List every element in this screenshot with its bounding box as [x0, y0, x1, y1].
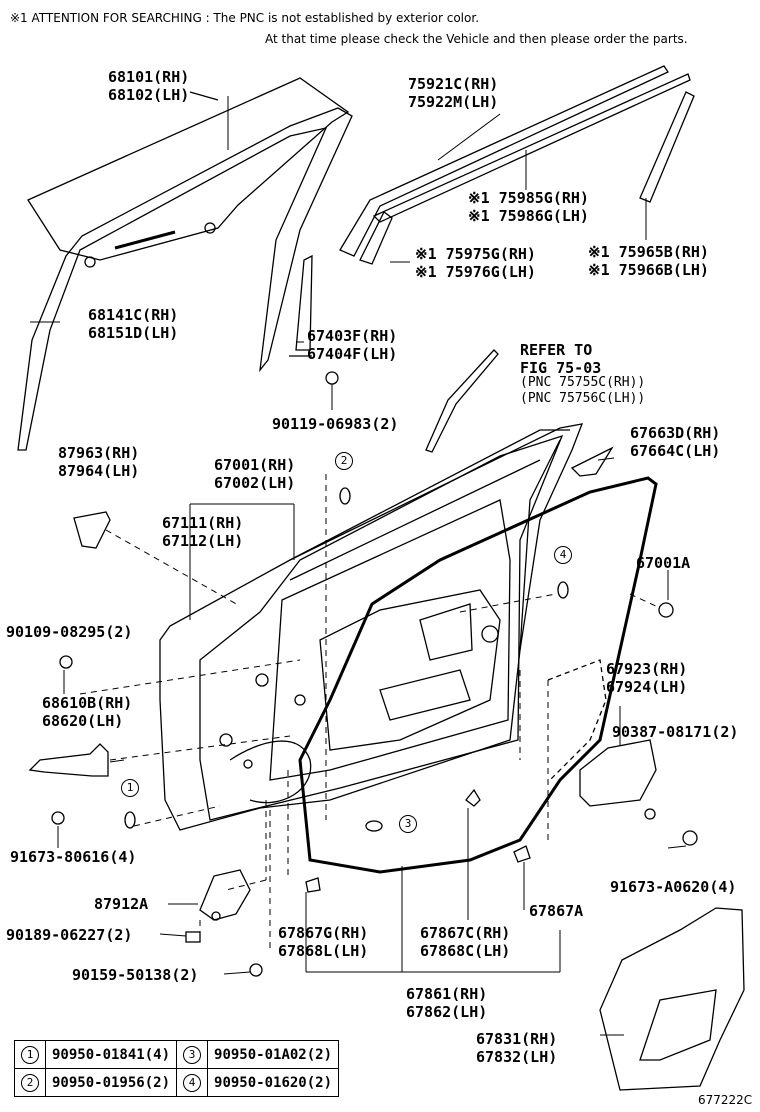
attention-note: ※1 ATTENTION FOR SEARCHING : The PNC is …	[10, 11, 480, 25]
callout-3[interactable]: 3	[399, 815, 417, 833]
dashed-guide-lines	[79, 474, 661, 950]
label-67001a[interactable]: 67001A	[636, 554, 691, 572]
label-67867c[interactable]: 67867C(RH)67868C(LH)	[420, 924, 511, 960]
legend-marker: 4	[183, 1073, 202, 1092]
run-channel	[17, 107, 353, 451]
figure-code: 677222C	[698, 1093, 753, 1107]
label-68610b[interactable]: 68610B(RH)68620(LH)	[42, 694, 133, 730]
door-glass	[27, 77, 350, 268]
label-67663d[interactable]: 67663D(RH)67664C(LH)	[630, 424, 721, 460]
label-75975g[interactable]: ※1 75975G(RH)※1 75976G(LH)	[415, 245, 536, 281]
label-67403f[interactable]: 67403F(RH)67404F(LH)	[307, 327, 398, 363]
label-67867g[interactable]: 67867G(RH)67868L(LH)	[278, 924, 369, 960]
callout-2[interactable]: 2	[335, 452, 353, 470]
label-67001[interactable]: 67001(RH)67002(LH)	[214, 456, 296, 492]
leader-lines	[30, 96, 687, 1036]
legend-marker: 3	[183, 1045, 202, 1064]
legend-marker: 2	[21, 1073, 39, 1092]
label-75921c[interactable]: 75921C(RH)75922M(LH)	[408, 75, 499, 111]
legend-part[interactable]: 90950-01956(2)	[44, 1068, 178, 1097]
label-90119[interactable]: 90119-06983(2)	[272, 415, 399, 433]
callout-4[interactable]: 4	[554, 546, 572, 564]
label-68101[interactable]: 68101(RH)68102(LH)	[108, 68, 190, 104]
label-90189[interactable]: 90189-06227(2)	[6, 926, 133, 944]
label-91673-a0620[interactable]: 91673-A0620(4)	[610, 878, 737, 896]
door-trim-panel	[599, 907, 745, 1091]
bolt-90119-icon	[325, 371, 339, 385]
fasteners	[51, 602, 698, 977]
label-67867a[interactable]: 67867A	[529, 902, 584, 920]
legend-part[interactable]: 90950-01841(4)	[44, 1040, 178, 1069]
legend-part[interactable]: 90950-01A02(2)	[207, 1040, 340, 1069]
label-90159[interactable]: 90159-50138(2)	[72, 966, 199, 984]
label-87963[interactable]: 87963(RH)87964(LH)	[58, 444, 140, 480]
legend-table: 1 90950-01841(4) 3 90950-01A02(2) 2 9095…	[14, 1040, 340, 1097]
label-91673-80616[interactable]: 91673-80616(4)	[10, 848, 137, 866]
cover-90387	[579, 739, 657, 807]
label-90387[interactable]: 90387-08171(2)	[612, 723, 739, 741]
weatherstrip-67923	[547, 659, 607, 781]
label-67831[interactable]: 67831(RH)67832(LH)	[476, 1030, 558, 1066]
door-check	[28, 743, 109, 777]
label-90109[interactable]: 90109-08295(2)	[6, 623, 133, 641]
division-bar	[289, 254, 313, 357]
label-75965b[interactable]: ※1 75965B(RH)※1 75966B(LH)	[588, 243, 709, 279]
label-75985g[interactable]: ※1 75985G(RH)※1 75986G(LH)	[468, 189, 589, 225]
door-inner-frame	[199, 434, 564, 821]
legend-row: 2 90950-01956(2) 4 90950-01620(2)	[14, 1068, 340, 1097]
cover-67663	[570, 446, 614, 477]
cover-87912a	[199, 869, 251, 921]
label-67111[interactable]: 67111(RH)67112(LH)	[162, 514, 244, 550]
legend-marker: 1	[21, 1045, 39, 1064]
label-68141c[interactable]: 68141C(RH)68151D(LH)	[88, 306, 179, 342]
callout-1[interactable]: 1	[121, 779, 139, 797]
label-refer-pnc: (PNC 75755C(RH))(PNC 75756C(LH))	[520, 375, 646, 406]
door-outer-panel	[159, 423, 584, 831]
label-67923[interactable]: 67923(RH)67924(LH)	[606, 660, 688, 696]
label-87912a[interactable]: 87912A	[94, 895, 149, 913]
cover-87963	[73, 511, 111, 549]
circled-part-markers	[124, 487, 569, 832]
label-67861[interactable]: 67861(RH)67862(LH)	[406, 985, 488, 1021]
legend-part[interactable]: 90950-01620(2)	[207, 1068, 340, 1097]
window-frame-moulding	[425, 349, 499, 453]
legend-row: 1 90950-01841(4) 3 90950-01A02(2)	[14, 1040, 340, 1069]
attention-note-line2: At that time please check the Vehicle an…	[265, 32, 688, 46]
outer-belt-mouldings	[339, 65, 695, 265]
door-weatherstrip	[298, 476, 658, 874]
